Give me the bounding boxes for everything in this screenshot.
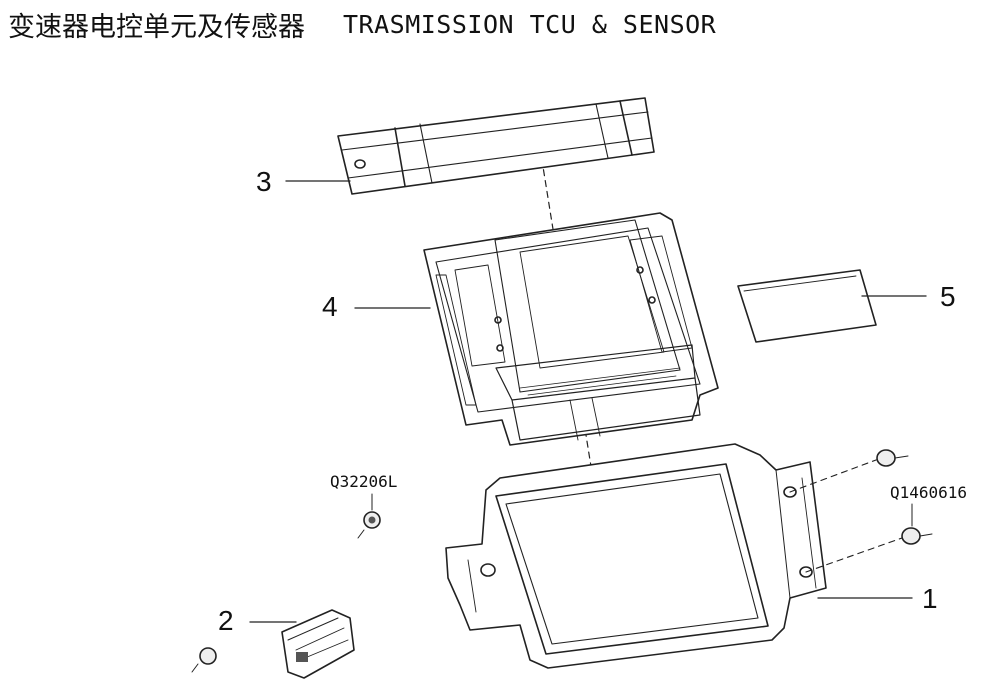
bolt-part-number: Q1460616 xyxy=(890,483,967,502)
callout-5-number: 5 xyxy=(940,281,956,312)
bolt-parts xyxy=(789,449,933,573)
mounting-bracket-part xyxy=(445,443,827,669)
title-english: TRASMISSION TCU & SENSOR xyxy=(343,9,717,39)
title-chinese: 变速器电控单元及传感器 xyxy=(8,11,305,43)
callout-3-number: 3 xyxy=(256,166,272,197)
top-strap-part xyxy=(337,97,655,195)
callout-4-number: 4 xyxy=(322,291,338,322)
pad-part xyxy=(737,269,877,343)
nut-part-number: Q32206L xyxy=(330,472,397,491)
sensor-part xyxy=(281,609,355,679)
callout-1-number: 1 xyxy=(922,583,938,614)
diagram-title: 变速器电控单元及传感器 TRASMISSION TCU & SENSOR xyxy=(8,4,716,44)
plug-part xyxy=(191,647,217,673)
tcu-housing-part xyxy=(423,212,719,446)
nut-part xyxy=(357,493,381,539)
callout-2-number: 2 xyxy=(218,605,234,636)
